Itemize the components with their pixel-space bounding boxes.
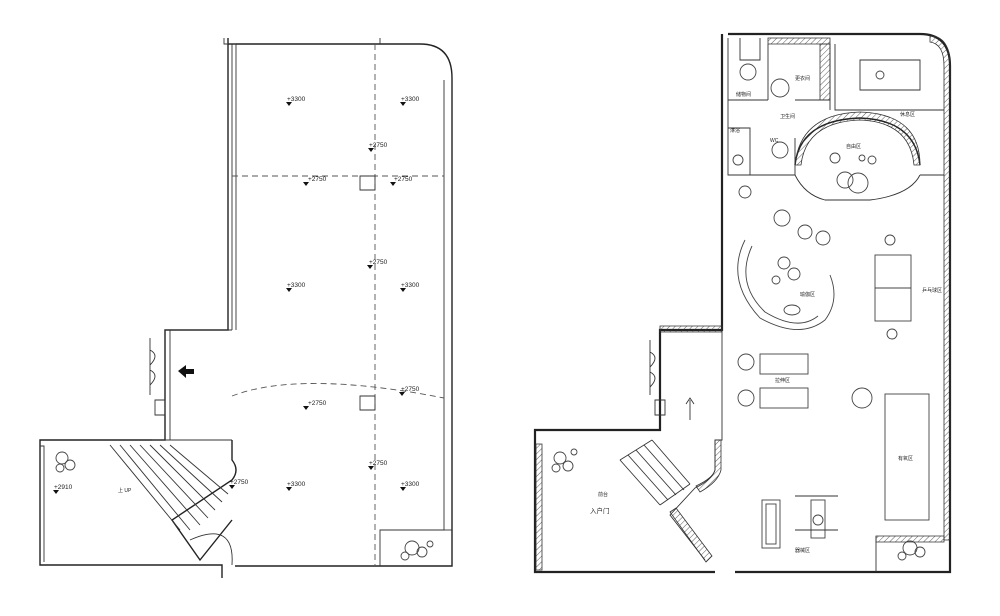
elevation-label: +3300 [287, 282, 306, 289]
left-plan: +3300 +3300 +2750 +2750 +2750 +2750 +330… [39, 38, 453, 578]
plant-icon [55, 451, 76, 473]
elevation-label: +2750 [369, 142, 388, 149]
elevation-label: +2750 [230, 479, 249, 486]
elevation-label: +2750 [369, 460, 388, 467]
room-label-bath: 淋浴 [730, 127, 740, 134]
elevation-label: +3300 [287, 481, 306, 488]
elevation-label: +2750 [308, 176, 327, 183]
room-label-changing: 更衣间 [795, 75, 810, 82]
elevation-markers: +3300 +3300 +2750 +2750 +2750 +2750 +330… [53, 96, 420, 494]
elevation-label: +2750 [394, 176, 413, 183]
room-label-entrance: 入户门 [590, 506, 610, 515]
room-label-training: 有氧区 [898, 455, 913, 462]
room-label-wc: WC [770, 138, 779, 144]
room-label-pingpong: 乒乓球区 [922, 287, 942, 294]
room-label-reception: 前台 [598, 491, 608, 498]
room-label-yoga: 瑜伽区 [800, 291, 815, 298]
room-label-hall: 休息区 [900, 111, 915, 118]
plant-icon [897, 540, 926, 561]
plant-icon [551, 448, 578, 473]
elevation-label: +2750 [308, 400, 327, 407]
room-label-stretch: 拉伸区 [775, 377, 790, 384]
plant-icon [400, 540, 434, 561]
elevation-label: +2750 [401, 386, 420, 393]
elevation-label: +2750 [369, 259, 388, 266]
elevation-label: +3300 [401, 481, 420, 488]
entry-arrow-icon [178, 365, 194, 378]
room-label-equipment: 器械区 [795, 547, 810, 554]
elevation-label: +3300 [401, 96, 420, 103]
elevation-label: +3300 [287, 96, 306, 103]
left-plan-outer-wall [39, 38, 453, 578]
right-plan: 更衣间 储物间 卫生间 休息区 淋浴 WC 自由区 瑜伽区 乒乓球区 拉伸区 有… [533, 32, 952, 574]
elevation-label: +3300 [401, 282, 420, 289]
room-label-lounge: 自由区 [846, 143, 861, 150]
room-label-toilet: 卫生间 [780, 113, 795, 120]
room-labels: 更衣间 储物间 卫生间 休息区 淋浴 WC 自由区 瑜伽区 乒乓球区 拉伸区 有… [590, 75, 942, 554]
room-label-storage: 储物间 [736, 91, 751, 98]
elevation-label: +2910 [54, 484, 73, 491]
stair-label: 上 UP [118, 487, 132, 494]
